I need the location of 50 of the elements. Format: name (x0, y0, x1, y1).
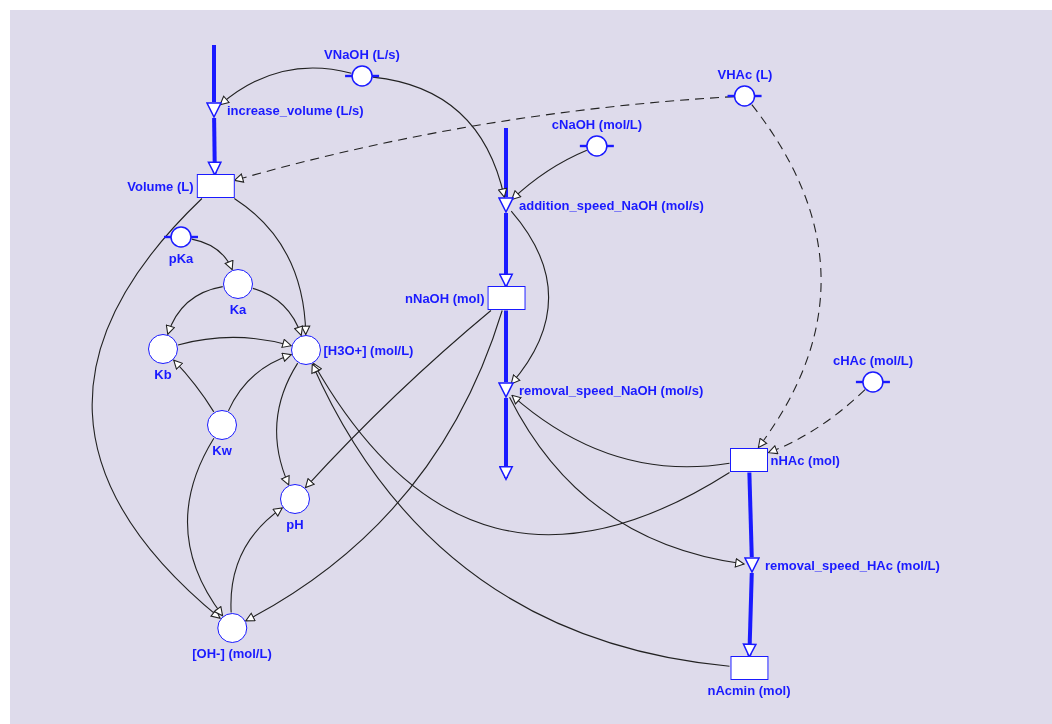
dependency-arrow (230, 507, 283, 614)
node-label: VNaOH (L/s) (324, 47, 400, 62)
dependency-arrow (166, 286, 224, 335)
node-label: Ka (229, 301, 247, 317)
node-label: [OH-] (mol/L) (192, 645, 272, 661)
flow-pipe (499, 213, 513, 288)
flow-pipe (499, 398, 513, 480)
node-label: Volume (L) (127, 178, 194, 194)
dependency-arrow (313, 362, 731, 535)
flow-pipe (504, 128, 508, 197)
node-label: cHAc (mol/L) (832, 353, 914, 368)
node-label: nAcmin (mol) (707, 682, 791, 698)
dependency-arrow (304, 309, 492, 489)
flow-pipe (212, 45, 216, 102)
dependency-arrow (510, 210, 550, 385)
dependency-arrow (191, 238, 234, 271)
node-label: Kb (154, 366, 172, 382)
dependency-arrow (311, 363, 731, 667)
dependency-arrow (751, 104, 822, 449)
dependency-arrow (509, 396, 745, 568)
dependency-arrow (227, 353, 292, 412)
node-label: removal_speed_NaOH (mol/s) (519, 382, 704, 398)
dependency-arrow (177, 336, 292, 349)
node-label: [H3O+] (mol/L) (323, 342, 414, 358)
flow-pipe (207, 117, 222, 176)
flow-pipe (747, 472, 754, 558)
flow-pipe (504, 310, 508, 382)
dependency-arrow (91, 197, 221, 619)
node-label: increase_volume (L/s) (227, 102, 364, 118)
dependency-arrow (173, 359, 215, 413)
node-label: pKa (168, 251, 194, 266)
node-label: nNaOH (mol) (405, 290, 485, 306)
dependency-arrow (252, 287, 303, 336)
node-label: pH (286, 516, 304, 532)
flow-pipe (742, 572, 757, 658)
node-label: removal_speed_HAc (mol/L) (765, 557, 940, 573)
node-label: VHAc (L) (717, 67, 773, 82)
dependency-arrow (219, 67, 352, 106)
node-label: cNaOH (mol/L) (551, 117, 643, 132)
dependency-arrow (372, 76, 507, 198)
dependency-arrow (276, 362, 299, 486)
node-label: Kw (212, 442, 232, 458)
dependency-arrow (187, 437, 224, 617)
dependency-arrow (511, 149, 588, 201)
dependency-arrow (767, 389, 866, 454)
dependency-arrow (233, 197, 311, 336)
node-label: addition_speed_NaOH (mol/s) (519, 197, 704, 213)
node-label: nHAc (mol) (770, 452, 840, 468)
dependency-arrow (511, 394, 731, 468)
dependency-arrow (245, 309, 503, 622)
